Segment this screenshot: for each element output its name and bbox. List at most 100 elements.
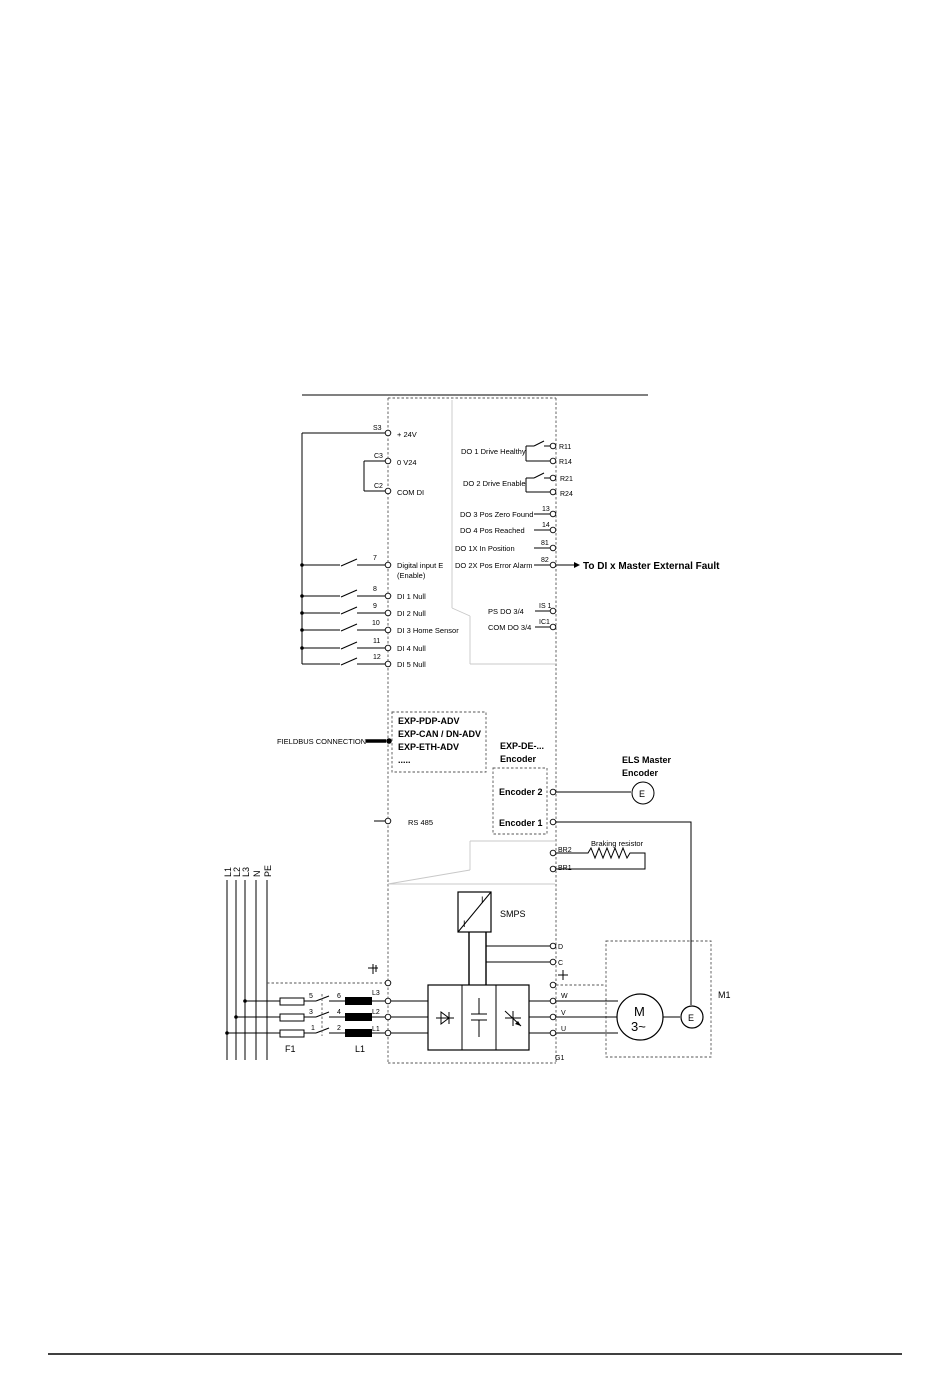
mains-section: L1 L2 L3 N PE 5 3 1 (223, 865, 385, 1060)
label-t8: 8 (373, 586, 377, 593)
label-s3: S3 (373, 425, 382, 432)
label-c: C (558, 960, 563, 967)
label-mains-n: N (252, 871, 262, 878)
label-do4: DO 4 Pos Reached (460, 526, 525, 535)
label-exp-pdp: EXP-PDP-ADV (398, 716, 460, 726)
label-w: W (561, 993, 568, 1000)
motor-encoder-symbol (680, 1005, 704, 1029)
terminal-encoder1 (549, 818, 557, 826)
braking-resistor-icon (556, 846, 646, 870)
choke-l3 (345, 997, 372, 1005)
fieldbus-option-box (391, 711, 487, 773)
switch-row-11: 11 DI 4 Null (300, 638, 426, 653)
terminal-c3 (384, 457, 392, 465)
label-t13: 13 (542, 506, 550, 513)
inverter-icon (504, 1010, 522, 1027)
label-t82: 82 (541, 557, 549, 564)
label-g1: G1 (555, 1055, 564, 1062)
label-fieldbus-connection: FIELDBUS CONNECTION (277, 737, 366, 746)
encoder-option-box (492, 767, 548, 835)
terminal-pe-output (549, 981, 557, 989)
capacitor-icon (471, 998, 487, 1037)
label-psdo: PS DO 3/4 (488, 607, 524, 616)
terminal-rs485 (384, 817, 392, 825)
label-motor-e: E (688, 1013, 694, 1023)
fieldbus-section: FIELDBUS CONNECTION EXP-PDP-ADV EXP-CAN … (277, 711, 487, 827)
label-smps-i2: I (463, 919, 466, 929)
label-smps: SMPS (500, 909, 526, 919)
choke-l1 (345, 1029, 372, 1037)
fuse-l1 (279, 1029, 305, 1038)
label-di1: DI 1 Null (397, 592, 426, 601)
label-mains-pe: PE (263, 865, 273, 877)
label-input-l3: L3 (372, 990, 380, 997)
label-t7: 7 (373, 555, 377, 562)
label-c2: C2 (374, 483, 383, 490)
label-di-e2: (Enable) (397, 571, 426, 580)
terminal-c2 (384, 487, 392, 495)
switch-row-10: 10 DI 3 Home Sensor (300, 620, 459, 635)
label-t10: 10 (372, 620, 380, 627)
switch-row-7: 7 Digital input E (Enable) (300, 555, 443, 580)
label-mains-l1: L1 (223, 867, 233, 877)
label-more-options: ..... (398, 755, 411, 765)
label-exp-eth: EXP-ETH-ADV (398, 742, 459, 752)
label-do2x: DO 2X Pos Error Alarm (455, 561, 533, 570)
label-n5: 5 (309, 993, 313, 1000)
switch-row-9: 9 DI 2 Null (300, 603, 426, 618)
label-els-master-encoder: Encoder (622, 768, 659, 778)
label-encoder2: Encoder 2 (499, 787, 543, 797)
label-n4: 4 (337, 1009, 341, 1016)
label-braking-resistor: Braking resistor (591, 839, 644, 848)
label-els-master: ELS Master (622, 755, 672, 765)
label-is1: IS 1 (539, 603, 552, 610)
digital-inputs: S3 + 24V C3 0 V24 C2 COM DI 7 Digital in… (300, 425, 459, 669)
label-f1: F1 (285, 1044, 296, 1054)
fieldbus-terminal (386, 738, 392, 744)
label-do2: DO 2 Drive Enable (463, 479, 526, 488)
terminal-pe-input (384, 979, 392, 987)
label-di3: DI 3 Home Sensor (397, 626, 459, 635)
label-motor-3phase: 3~ (631, 1019, 646, 1034)
label-comdo: COM DO 3/4 (488, 623, 531, 632)
label-master-e: E (639, 789, 645, 799)
digital-outputs: DO 1 Drive Healthy R11 R14 DO 2 Drive En… (455, 440, 720, 632)
label-encoder-card: Encoder (500, 754, 537, 764)
label-di2: DI 2 Null (397, 609, 426, 618)
motor-section: M1 M 3~ E (556, 940, 731, 1058)
label-0v24: 0 V24 (397, 458, 417, 467)
label-r11: R11 (559, 444, 571, 451)
label-t12: 12 (373, 654, 381, 661)
label-t81: 81 (541, 540, 549, 547)
label-n3: 3 (309, 1009, 313, 1016)
label-u: U (561, 1026, 566, 1033)
label-external-fault: To DI x Master External Fault (583, 561, 720, 572)
label-br2: BR2 (558, 847, 572, 854)
label-di5: DI 5 Null (397, 660, 426, 669)
terminal-s3 (384, 429, 392, 437)
label-exp-can: EXP-CAN / DN-ADV (398, 729, 481, 739)
label-di4: DI 4 Null (397, 644, 426, 653)
label-t14: 14 (542, 522, 550, 529)
label-t9: 9 (373, 603, 377, 610)
smps-section: I I SMPS D C (457, 891, 563, 985)
label-choke-l1: L1 (355, 1044, 365, 1054)
rectifier-icon (436, 1011, 454, 1025)
motor-m1-outline (605, 940, 712, 1058)
switch-row-8: 8 DI 1 Null (300, 586, 426, 601)
label-r21: R21 (560, 476, 573, 483)
label-exp-de: EXP-DE-... (500, 741, 544, 751)
label-mains-l2: L2 (232, 867, 242, 877)
terminal-encoder2 (549, 788, 557, 796)
braking-resistor-section: BR2 BR1 Braking resistor (549, 839, 646, 873)
label-di-e: Digital input E (397, 561, 443, 570)
fuse-l2 (279, 1013, 305, 1022)
label-r24: R24 (560, 491, 573, 498)
label-plus24: + 24V (397, 430, 417, 439)
label-c3: C3 (374, 453, 383, 460)
label-ic1: IC1 (539, 619, 550, 626)
label-n1: 1 (311, 1025, 315, 1032)
label-t11: 11 (373, 638, 380, 645)
label-do1: DO 1 Drive Healthy (461, 447, 526, 456)
